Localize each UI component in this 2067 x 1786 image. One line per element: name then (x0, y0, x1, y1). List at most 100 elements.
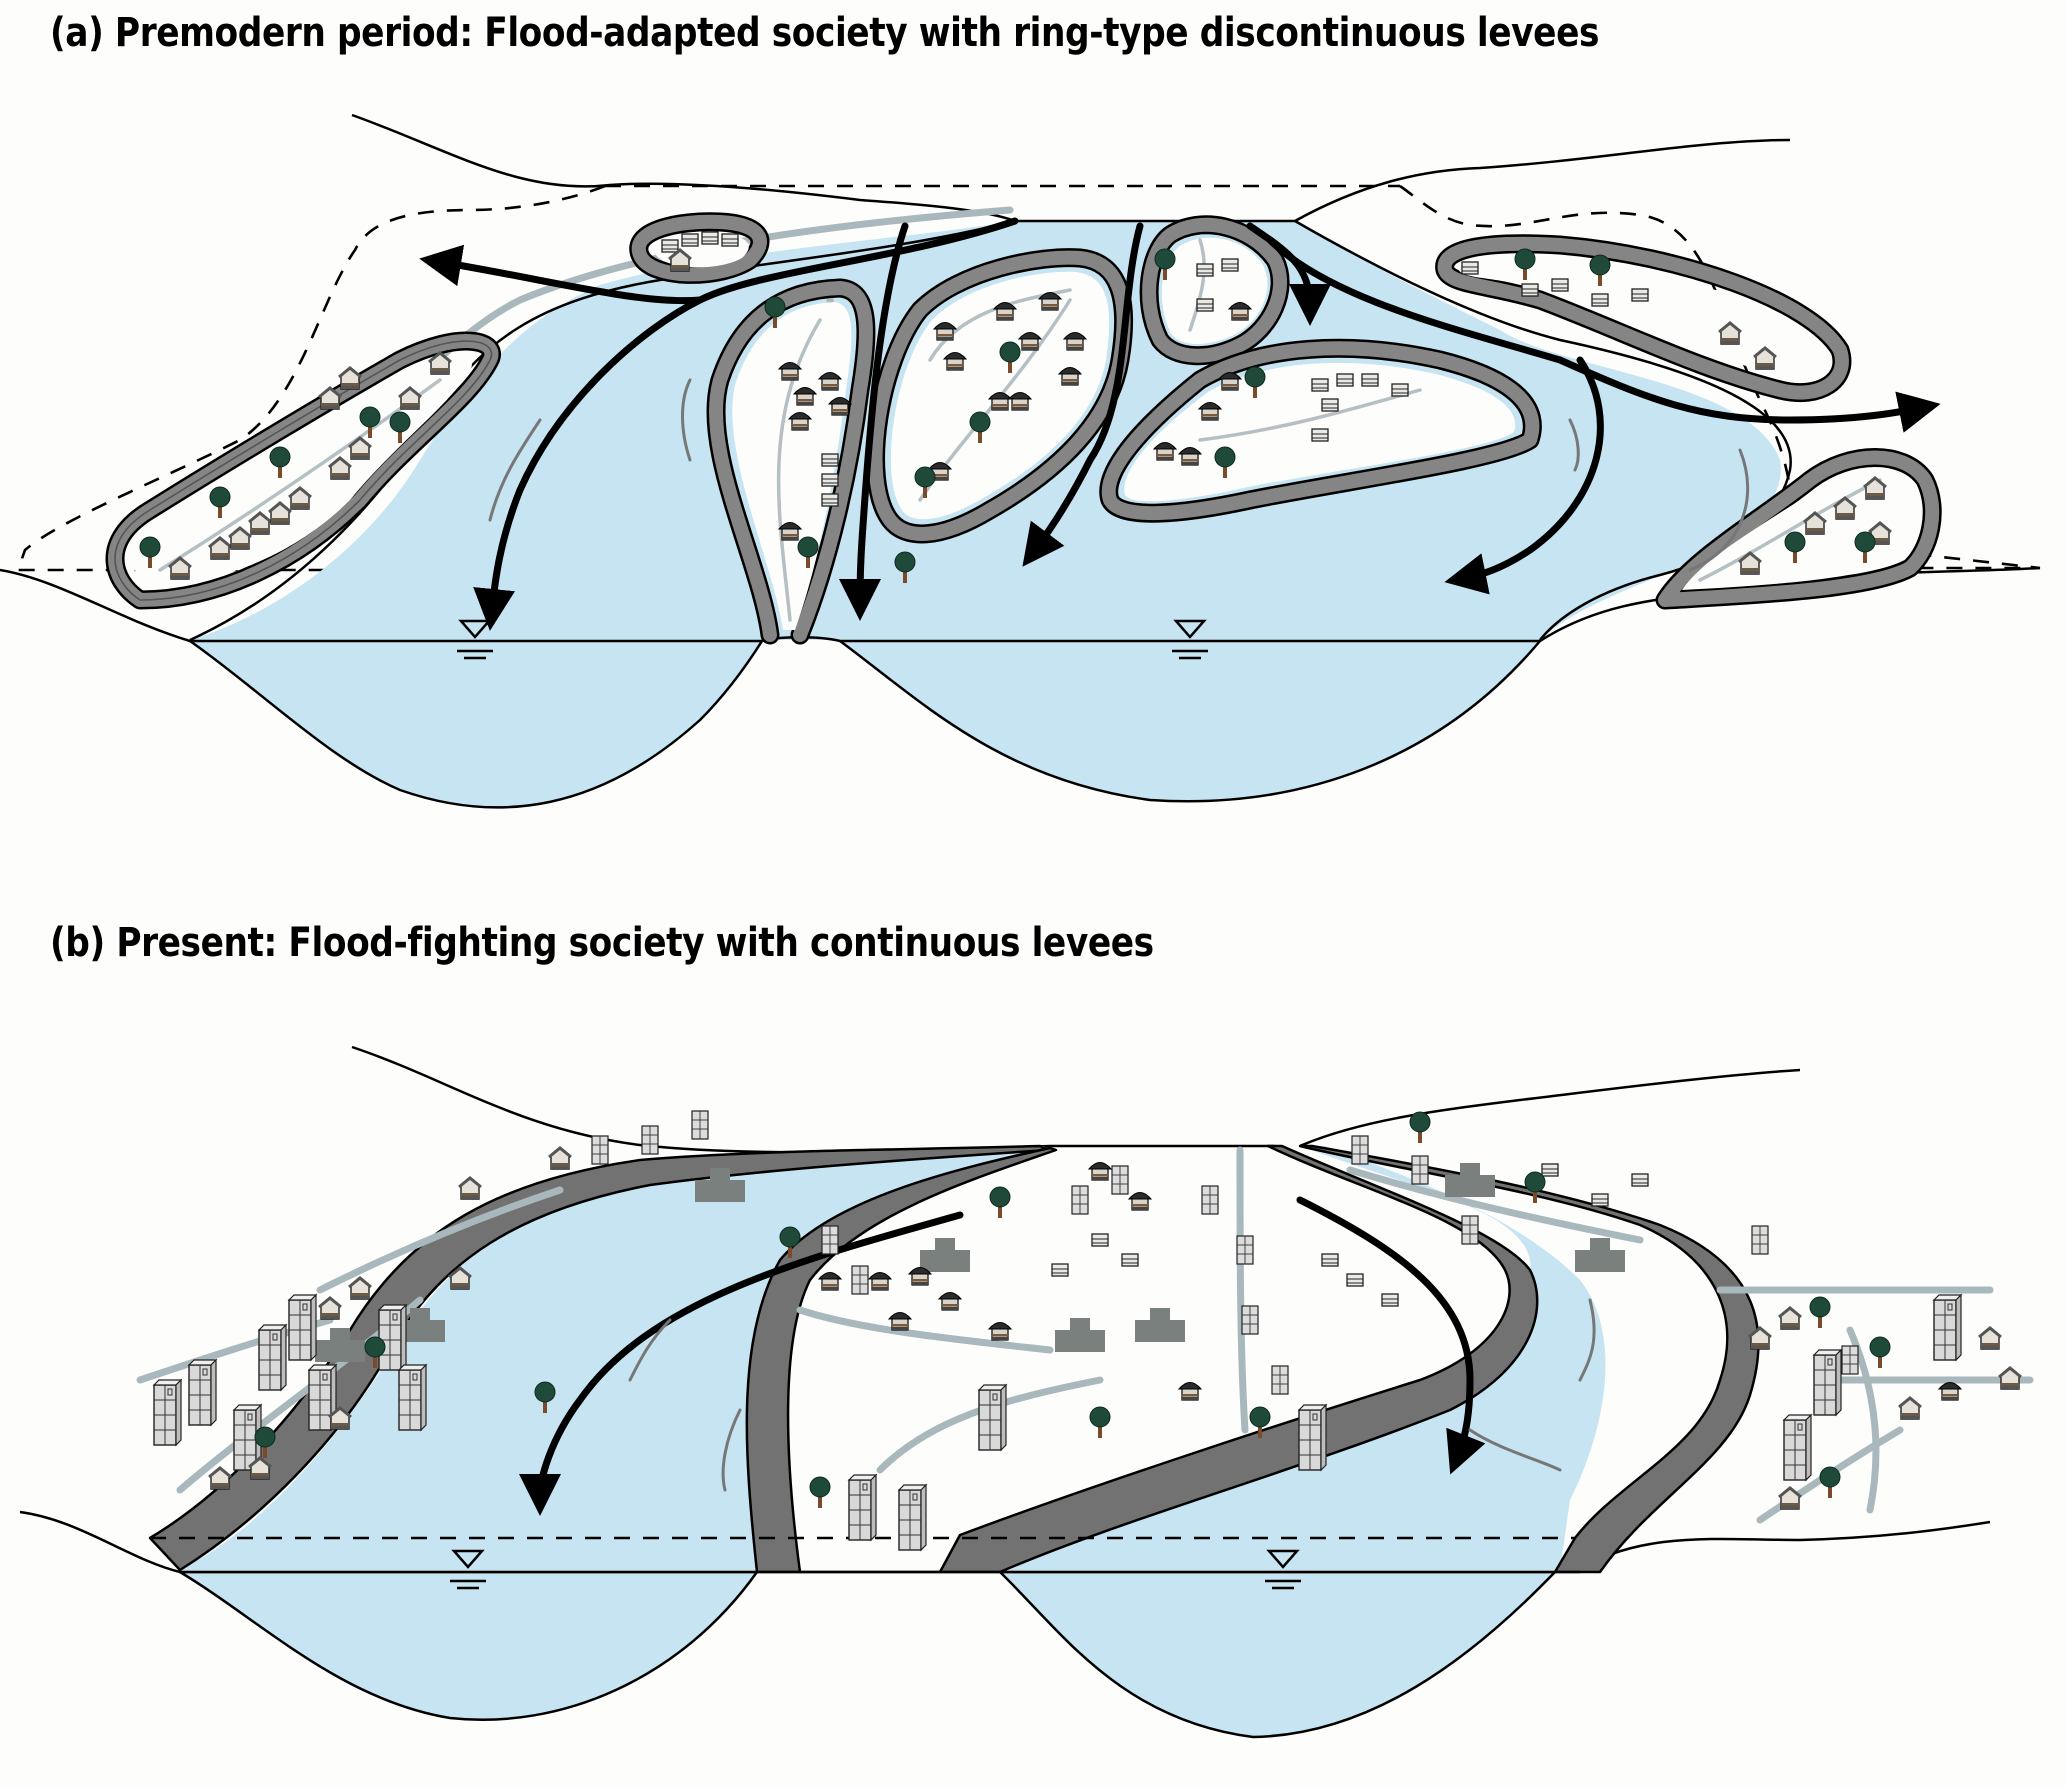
traditional-house-icon (1038, 291, 1062, 311)
house-icon (1541, 1163, 1559, 1177)
house-icon (1977, 1326, 2003, 1351)
ground-line-a (0, 568, 191, 643)
apartment-building-icon (1241, 1305, 1259, 1335)
traditional-house-icon (888, 1311, 912, 1331)
house-icon (661, 239, 679, 253)
house-icon (821, 473, 839, 487)
apartment-building-icon (1111, 1165, 1129, 1195)
traditional-house-icon (1058, 366, 1082, 386)
house-icon (317, 1296, 343, 1321)
house-icon (1461, 261, 1479, 275)
tree-icon (1089, 1406, 1111, 1439)
traditional-house-icon (1063, 331, 1087, 351)
house-icon (1381, 1293, 1399, 1307)
ring-levee-southeast (1655, 448, 1942, 610)
tree-icon (1819, 1466, 1841, 1499)
upper-bank-line-right (1294, 138, 1791, 223)
panel-a-title: (a) Premodern period: Flood-adapted soci… (50, 10, 1600, 56)
traditional-house-icon (1088, 1161, 1112, 1181)
traditional-house-icon (988, 391, 1012, 411)
house-icon (1311, 378, 1329, 392)
traditional-house-icon (1178, 1381, 1202, 1401)
house-icon (1551, 278, 1569, 292)
apartment-building-icon (898, 1484, 927, 1551)
traditional-house-icon (1218, 371, 1242, 391)
traditional-house-icon (788, 411, 812, 431)
flow-arrow-icon (1022, 222, 1144, 567)
flow-arrow-icon (839, 222, 909, 621)
traditional-house-icon (933, 321, 957, 341)
panel-b-title: (b) Present: Flood-fighting society with… (50, 920, 1154, 966)
house-icon (701, 231, 719, 245)
traditional-house-icon (1938, 1381, 1962, 1401)
flow-arrow-icon (1444, 356, 1604, 595)
house-icon (547, 1146, 573, 1171)
house-icon (1897, 1396, 1923, 1421)
apartment-building-icon (288, 1294, 317, 1361)
ring-levee-narrow (706, 278, 876, 645)
traditional-house-icon (993, 301, 1017, 321)
traditional-house-icon (1153, 441, 1177, 461)
apartment-building-icon (591, 1135, 609, 1165)
right-dashed-boundary (1000, 184, 2041, 570)
house-icon (1631, 1173, 1649, 1187)
house-icon (1346, 1273, 1364, 1287)
house-icon (207, 1466, 233, 1491)
house-icon (1361, 373, 1379, 387)
house-icon (1391, 383, 1409, 397)
traditional-house-icon (938, 1291, 962, 1311)
house-icon (337, 366, 363, 391)
traditional-house-icon (868, 1271, 892, 1291)
apartment-building-icon (258, 1324, 287, 1391)
apartment-building-icon (1298, 1404, 1327, 1471)
continuous-levee-right (1298, 1144, 1760, 1574)
traditional-house-icon (1228, 301, 1252, 321)
house-icon (1321, 1253, 1339, 1267)
apartment-building-icon (188, 1359, 217, 1426)
house-icon (1196, 263, 1214, 277)
apartment-building-icon (1783, 1414, 1812, 1481)
traditional-house-icon (988, 1321, 1012, 1341)
house-icon (681, 233, 699, 247)
house-icon (1336, 373, 1354, 387)
traditional-house-icon (1178, 446, 1202, 466)
large-building-icon (920, 1238, 970, 1272)
flow-arrow-icon (519, 1211, 964, 1516)
flow-arrows-a (419, 217, 1941, 631)
ring-levee-northeast (1435, 234, 1852, 403)
tree-icon (1409, 1111, 1431, 1144)
traditional-house-icon (793, 386, 817, 406)
cross-section-right-b (996, 1570, 1558, 1739)
cross-section-left-a (186, 639, 765, 809)
large-building-icon (1055, 1318, 1105, 1352)
left-channel-bank (189, 219, 1016, 642)
cross-section-left-b (175, 1570, 760, 1721)
apartment-building-icon (1351, 1135, 1369, 1165)
apartment-building-icon (1071, 1185, 1089, 1215)
traditional-house-icon (818, 1271, 842, 1291)
flow-arrow-icon (1296, 1196, 1486, 1475)
apartment-building-icon (153, 1379, 182, 1446)
ring-levee-east-central (1099, 338, 1542, 523)
house-icon (1311, 428, 1329, 442)
upper-bank-line-b-right (1299, 1068, 1801, 1148)
house-icon (1591, 293, 1609, 307)
house-icon (821, 453, 839, 467)
house-icon (1521, 283, 1539, 297)
apartment-building-icon (848, 1474, 877, 1541)
apartment-building-icon (851, 1265, 869, 1295)
house-icon (821, 493, 839, 507)
house-icon (457, 1176, 483, 1201)
flow-arrow-icon (473, 296, 704, 631)
apartment-building-icon (1201, 1185, 1219, 1215)
apartment-building-icon (978, 1384, 1007, 1451)
river-water-b-right (960, 1146, 1606, 1570)
house-icon (1051, 1263, 1069, 1277)
ring-levee-north-small (629, 212, 770, 284)
tree-icon (809, 1476, 831, 1509)
apartment-building-icon (398, 1364, 427, 1431)
ground-line-b (19, 1510, 181, 1574)
traditional-house-icon (1018, 331, 1042, 351)
house-icon (1997, 1366, 2023, 1391)
